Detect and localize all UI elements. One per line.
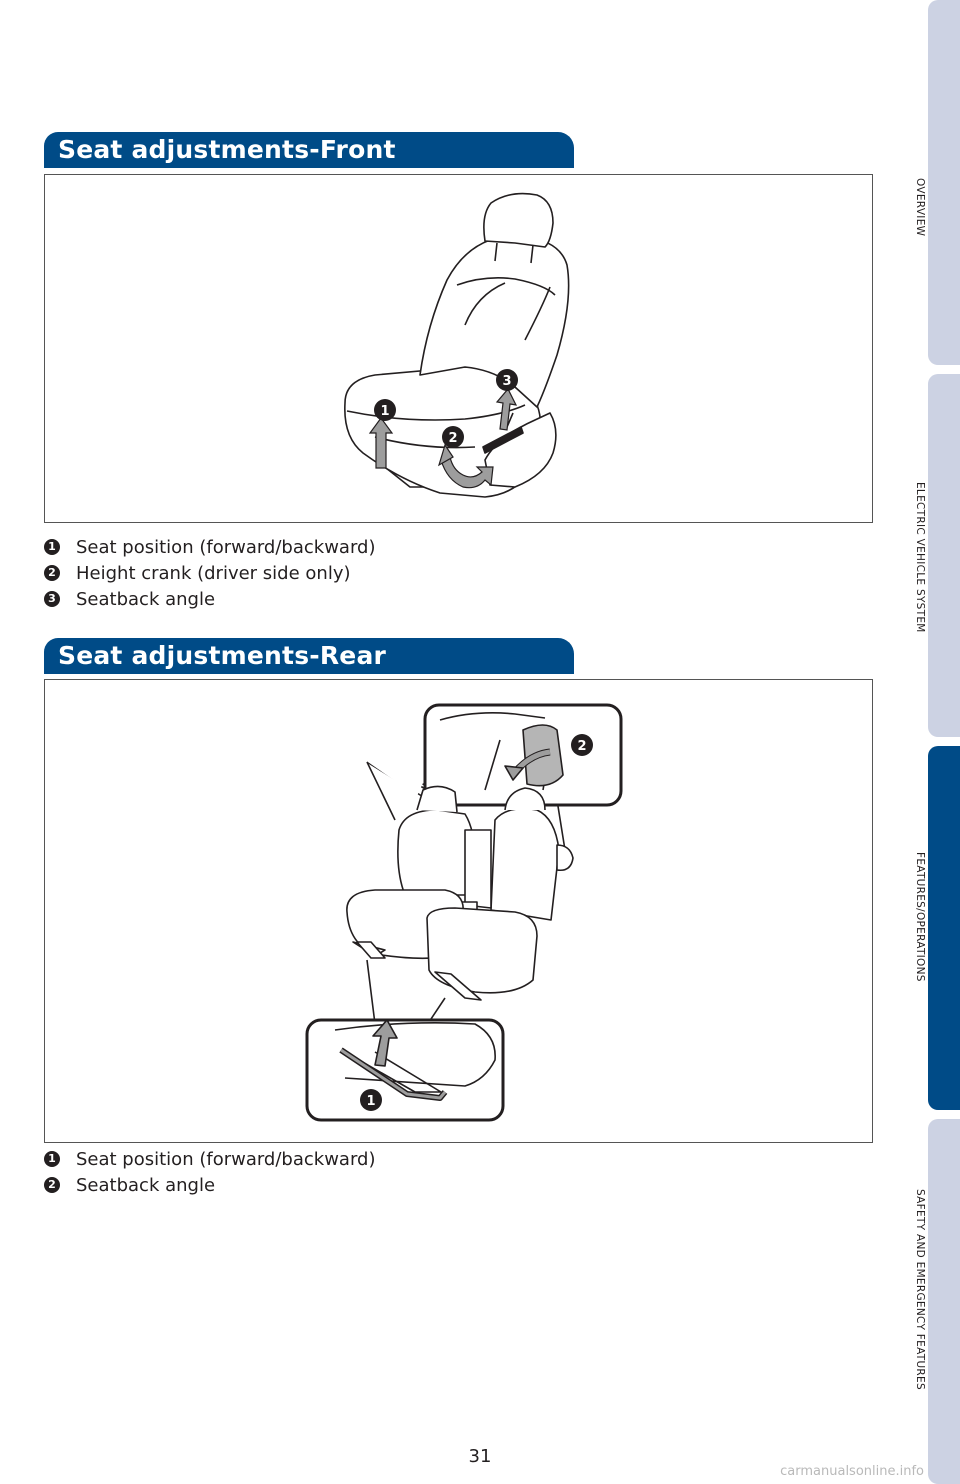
legend-text: Seat position (forward/backward)	[76, 536, 376, 558]
section-title-rear: Seat adjustments-Rear	[44, 638, 574, 674]
legend-text: Seat position (forward/backward)	[76, 1148, 376, 1170]
tab-label-overview: OVERVIEW	[914, 178, 926, 237]
tab-features-operations[interactable]	[928, 746, 960, 1110]
section-title-front: Seat adjustments-Front	[44, 132, 574, 168]
legend-item: 1 Seat position (forward/backward)	[44, 1146, 376, 1172]
legend-item: 3 Seatback angle	[44, 586, 376, 612]
legend-number: 3	[44, 591, 60, 607]
front-callout-1: 1	[380, 404, 389, 419]
tab-electric-vehicle-system[interactable]	[928, 374, 960, 737]
legend-item: 2 Height crank (driver side only)	[44, 560, 376, 586]
legend-number: 2	[44, 565, 60, 581]
front-legend: 1 Seat position (forward/backward) 2 Hei…	[44, 534, 376, 612]
front-seat-figure: 1 2 3	[44, 174, 873, 523]
rear-callout-2: 2	[577, 739, 586, 754]
rear-legend: 1 Seat position (forward/backward) 2 Sea…	[44, 1146, 376, 1198]
tab-label-safety-emergency: SAFETY AND EMERGENCY FEATURES	[914, 1189, 926, 1390]
rear-seat-illustration: 2 1	[305, 703, 623, 1122]
legend-number: 1	[44, 539, 60, 555]
front-seat-illustration: 1 2 3	[344, 192, 570, 498]
legend-number: 1	[44, 1151, 60, 1167]
rear-seat-figure: 2 1	[44, 679, 873, 1143]
legend-text: Seatback angle	[76, 588, 216, 610]
tab-overview[interactable]	[928, 0, 960, 365]
front-callout-3: 3	[502, 374, 511, 389]
tab-label-electric-vehicle-system: ELECTRIC VEHICLE SYSTEM	[914, 482, 926, 633]
front-callout-2: 2	[448, 431, 457, 446]
tab-label-features-operations: FEATURES/OPERATIONS	[914, 852, 926, 982]
legend-text: Height crank (driver side only)	[76, 562, 351, 584]
watermark: carmanualsonline.info	[780, 1464, 924, 1479]
legend-number: 2	[44, 1177, 60, 1193]
legend-text: Seatback angle	[76, 1174, 216, 1196]
page-number: 31	[468, 1446, 492, 1467]
rear-callout-1: 1	[366, 1094, 375, 1109]
legend-item: 2 Seatback angle	[44, 1172, 376, 1198]
legend-item: 1 Seat position (forward/backward)	[44, 534, 376, 560]
tab-safety-emergency[interactable]	[928, 1119, 960, 1484]
